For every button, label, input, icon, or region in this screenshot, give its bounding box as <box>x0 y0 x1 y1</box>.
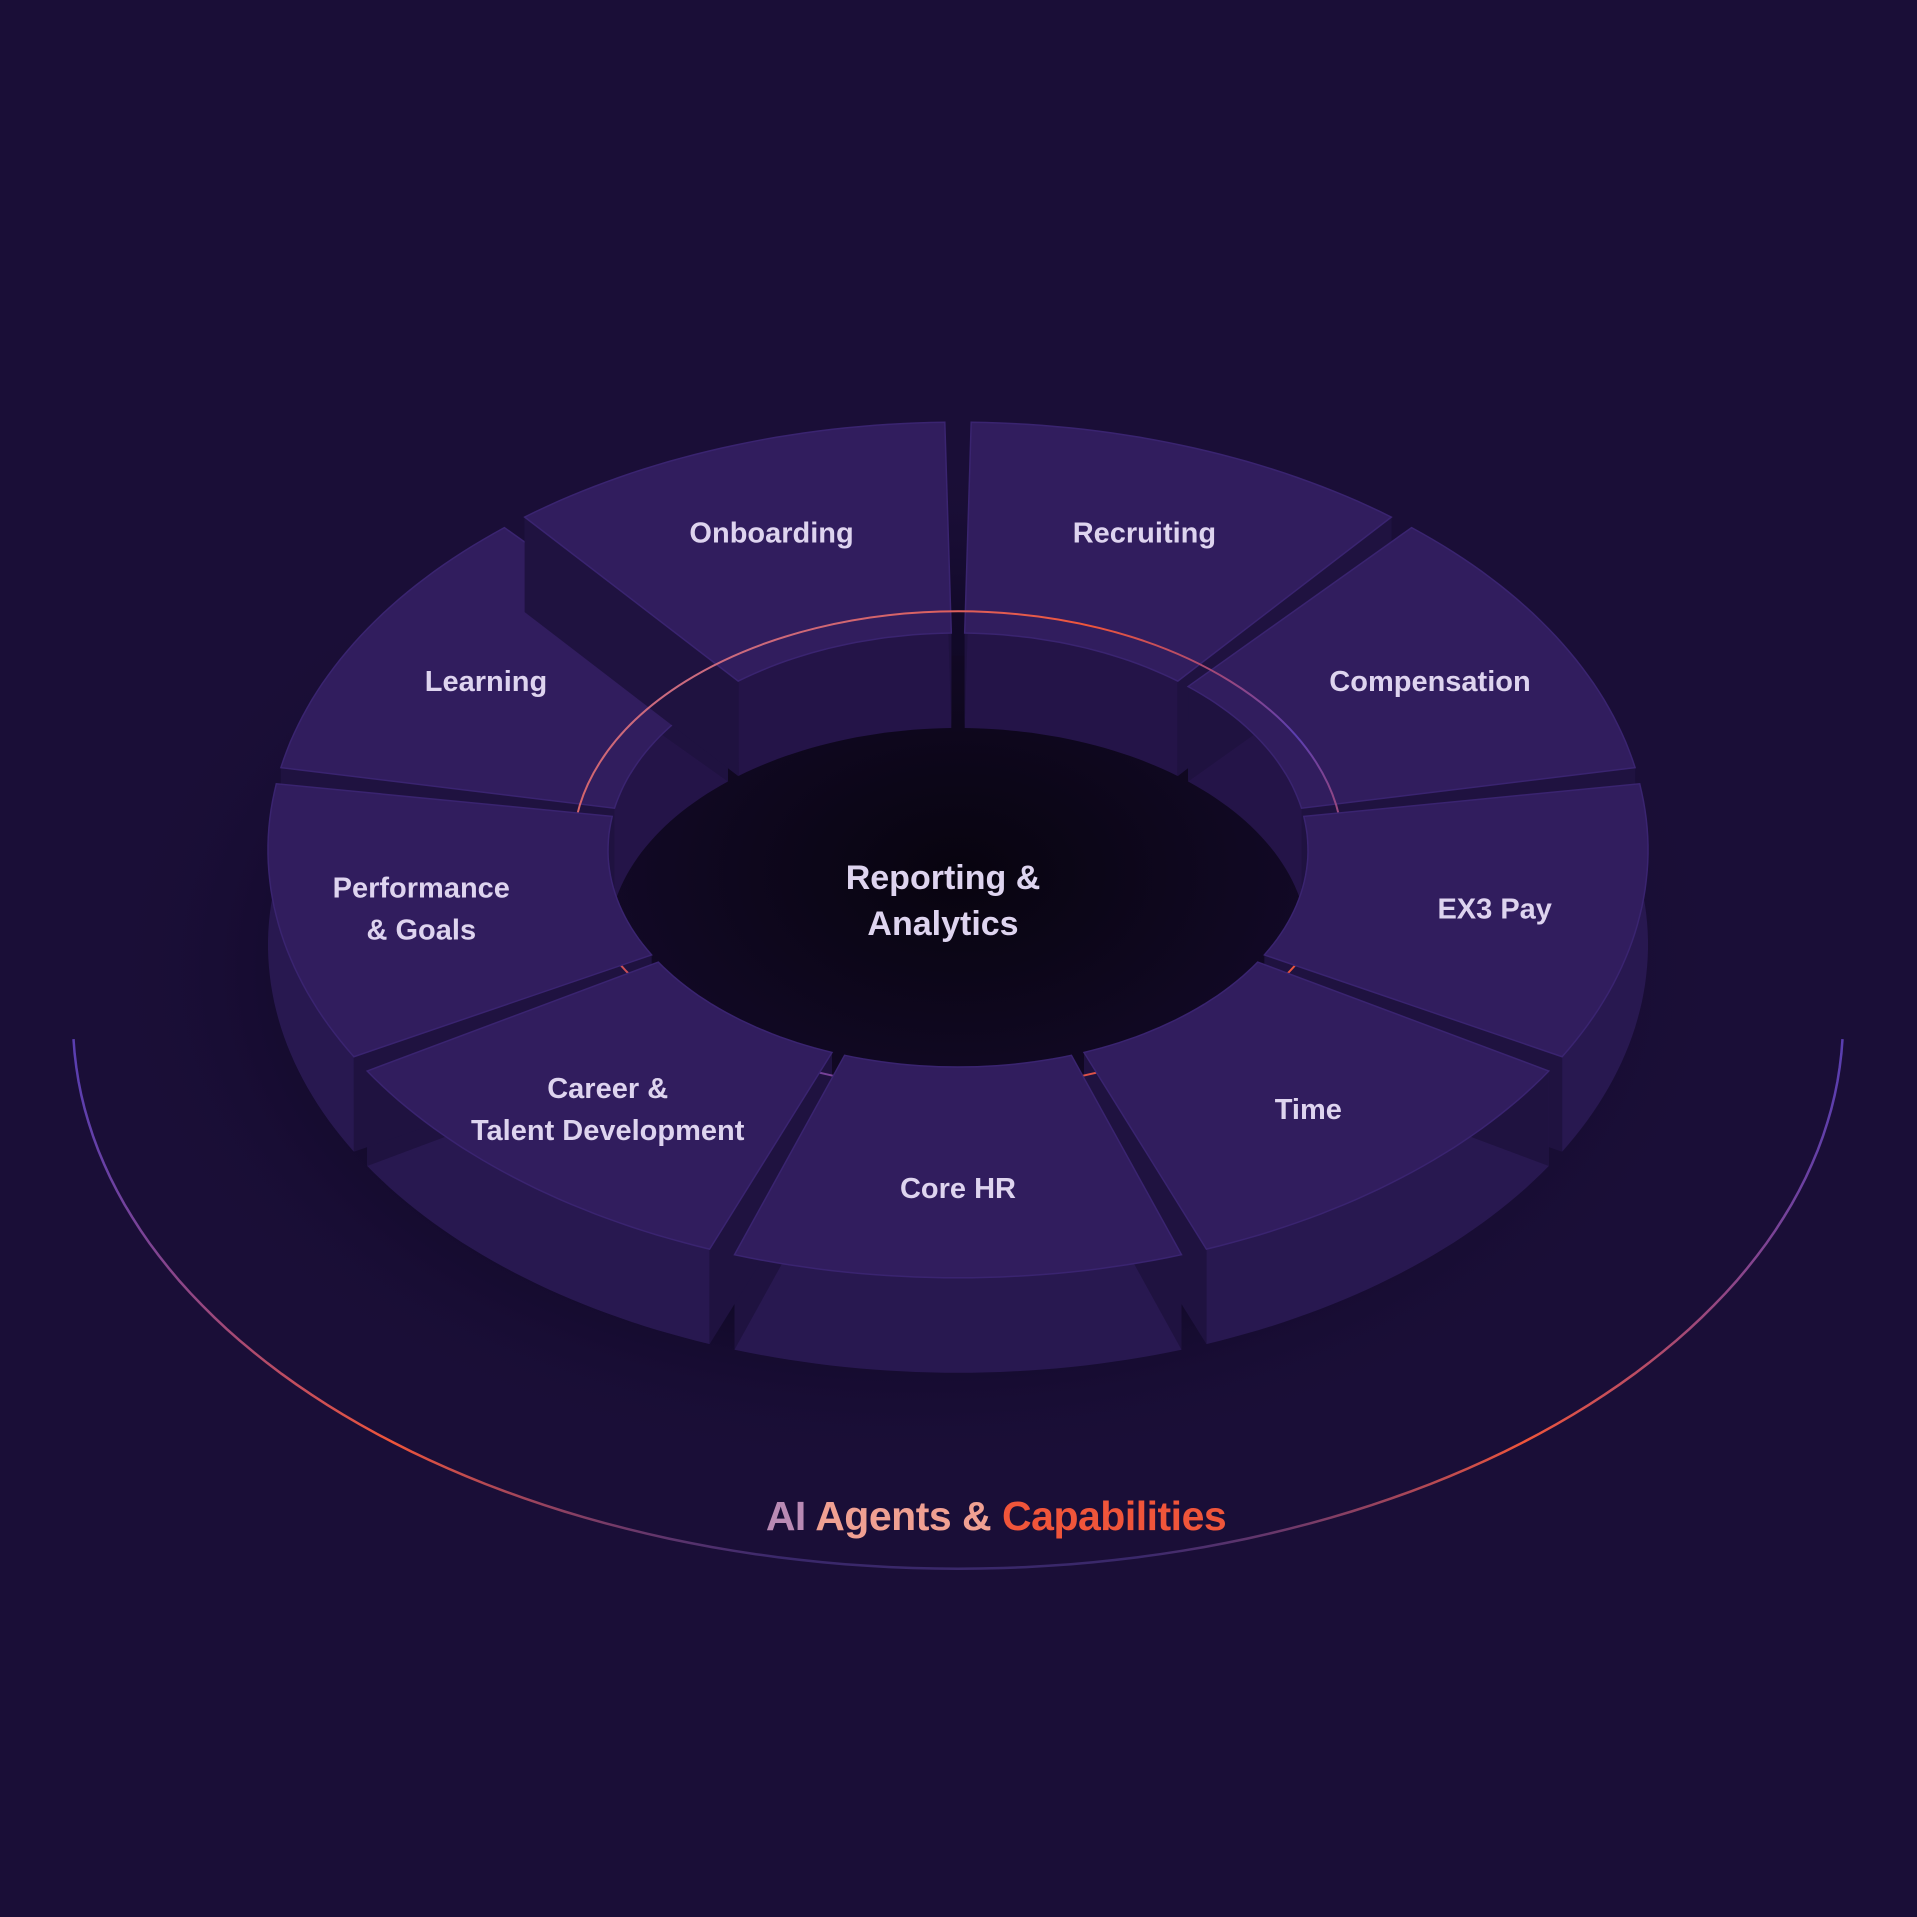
segment-label-time: Time <box>1275 1094 1342 1126</box>
segment-label-onboarding: Onboarding <box>689 518 853 550</box>
footer-caption: AI Agents & Capabilities <box>766 1493 1226 1539</box>
segment-top-face-compensation[interactable] <box>1186 526 1637 810</box>
footer-caption-part: Capabilities <box>1002 1493 1226 1539</box>
segment-top-face-onboarding[interactable] <box>523 421 953 682</box>
segment-top-face-performance-goals[interactable] <box>267 782 653 1058</box>
segment-outer-wall <box>1206 1071 1549 1345</box>
segment-outer-wall <box>268 783 354 1152</box>
segment-label-ex3-pay: EX3 Pay <box>1437 894 1551 926</box>
segment-top-face-learning[interactable] <box>279 526 730 810</box>
center-label-reporting-analytics: Reporting &Analytics <box>846 859 1041 943</box>
segment-top-face-core-hr[interactable] <box>733 1054 1183 1279</box>
segment-top-face-career-talent-development[interactable] <box>365 961 834 1250</box>
segment-onboarding[interactable] <box>523 421 953 777</box>
segment-label-career-talent-development: Career &Talent Development <box>471 1073 745 1147</box>
ring-center-hole <box>600 655 1316 1140</box>
segment-outer-wall <box>367 1071 710 1345</box>
segment-top-face-recruiting[interactable] <box>963 421 1393 682</box>
segment-label-performance-goals: Performance& Goals <box>333 873 510 947</box>
segment-inner-wall <box>964 633 1178 777</box>
ring-segments-front <box>267 782 1649 1279</box>
segment-label-learning: Learning <box>425 666 547 698</box>
segment-cut-face <box>524 517 739 777</box>
segment-top-face-ex3-pay[interactable] <box>1263 782 1649 1058</box>
segment-top-face-time[interactable] <box>1082 961 1551 1250</box>
segment-outer-wall <box>1562 783 1648 1152</box>
segment-label-core-hr: Core HR <box>900 1173 1016 1205</box>
segment-label-compensation: Compensation <box>1329 666 1530 698</box>
outer-orbit-arc <box>72 1039 1844 1570</box>
segment-outer-wall <box>734 1254 1182 1373</box>
footer-caption-part: AI <box>766 1493 815 1539</box>
footer-caption-part: Agents & <box>815 1493 1002 1539</box>
segment-inner-wall <box>738 633 952 777</box>
segment-label-recruiting: Recruiting <box>1073 518 1216 550</box>
